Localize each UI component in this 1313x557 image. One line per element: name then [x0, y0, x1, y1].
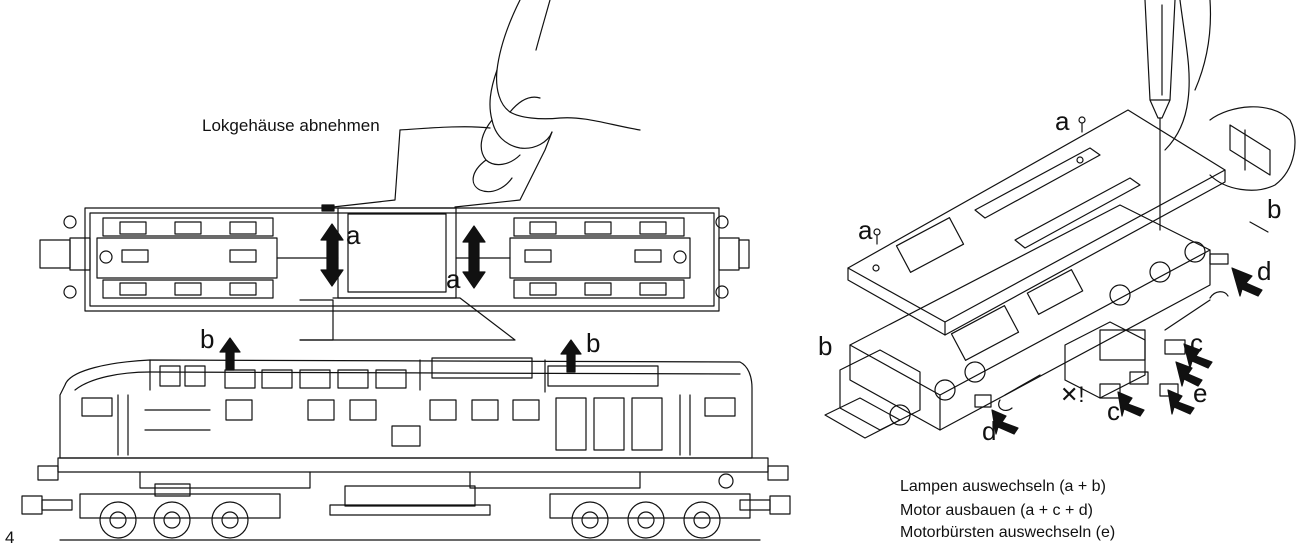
callout-a-left: a	[346, 220, 361, 250]
motor-assembly	[974, 221, 1269, 412]
callout-a-right-left: a	[858, 215, 873, 245]
warning-mark: ✕!	[1060, 382, 1085, 407]
callout-b-right-left: b	[818, 331, 833, 361]
housing-plate	[847, 109, 1226, 336]
callout-b-right: b	[586, 328, 601, 358]
screwdriver-icon	[1144, 0, 1212, 231]
up-arrow-icon	[219, 337, 582, 373]
double-arrow-icon	[320, 223, 486, 289]
instruction-line: Motor ausbauen (a + c + d)	[900, 502, 1093, 519]
callout-e: e	[1193, 378, 1208, 408]
caption-remove-housing: Lokgehäuse abnehmen	[202, 116, 380, 135]
page-number: 4	[5, 528, 15, 547]
callout-b-left: b	[200, 324, 215, 354]
instruction-line: Motorbürsten auswechseln (e)	[900, 524, 1116, 541]
locomotive-side-view	[21, 357, 791, 541]
callout-a-center: a	[446, 264, 461, 294]
chassis-exploded	[824, 204, 1211, 439]
chassis-top-view	[39, 204, 750, 341]
callout-d-upper: d	[1257, 256, 1272, 286]
hand-illustration	[332, 0, 641, 208]
instruction-line: Lampen auswechseln (a + b)	[900, 478, 1106, 495]
detail-inset	[1209, 106, 1296, 191]
callout-d-lower: d	[982, 416, 997, 446]
callout-b-right-top: b	[1267, 194, 1282, 224]
callout-a-top: a	[1055, 106, 1070, 136]
screw-icon	[873, 116, 1086, 245]
direction-arrow-icon	[991, 267, 1263, 435]
callout-c-lower: c	[1107, 396, 1120, 426]
callout-c-upper: c	[1190, 328, 1203, 358]
